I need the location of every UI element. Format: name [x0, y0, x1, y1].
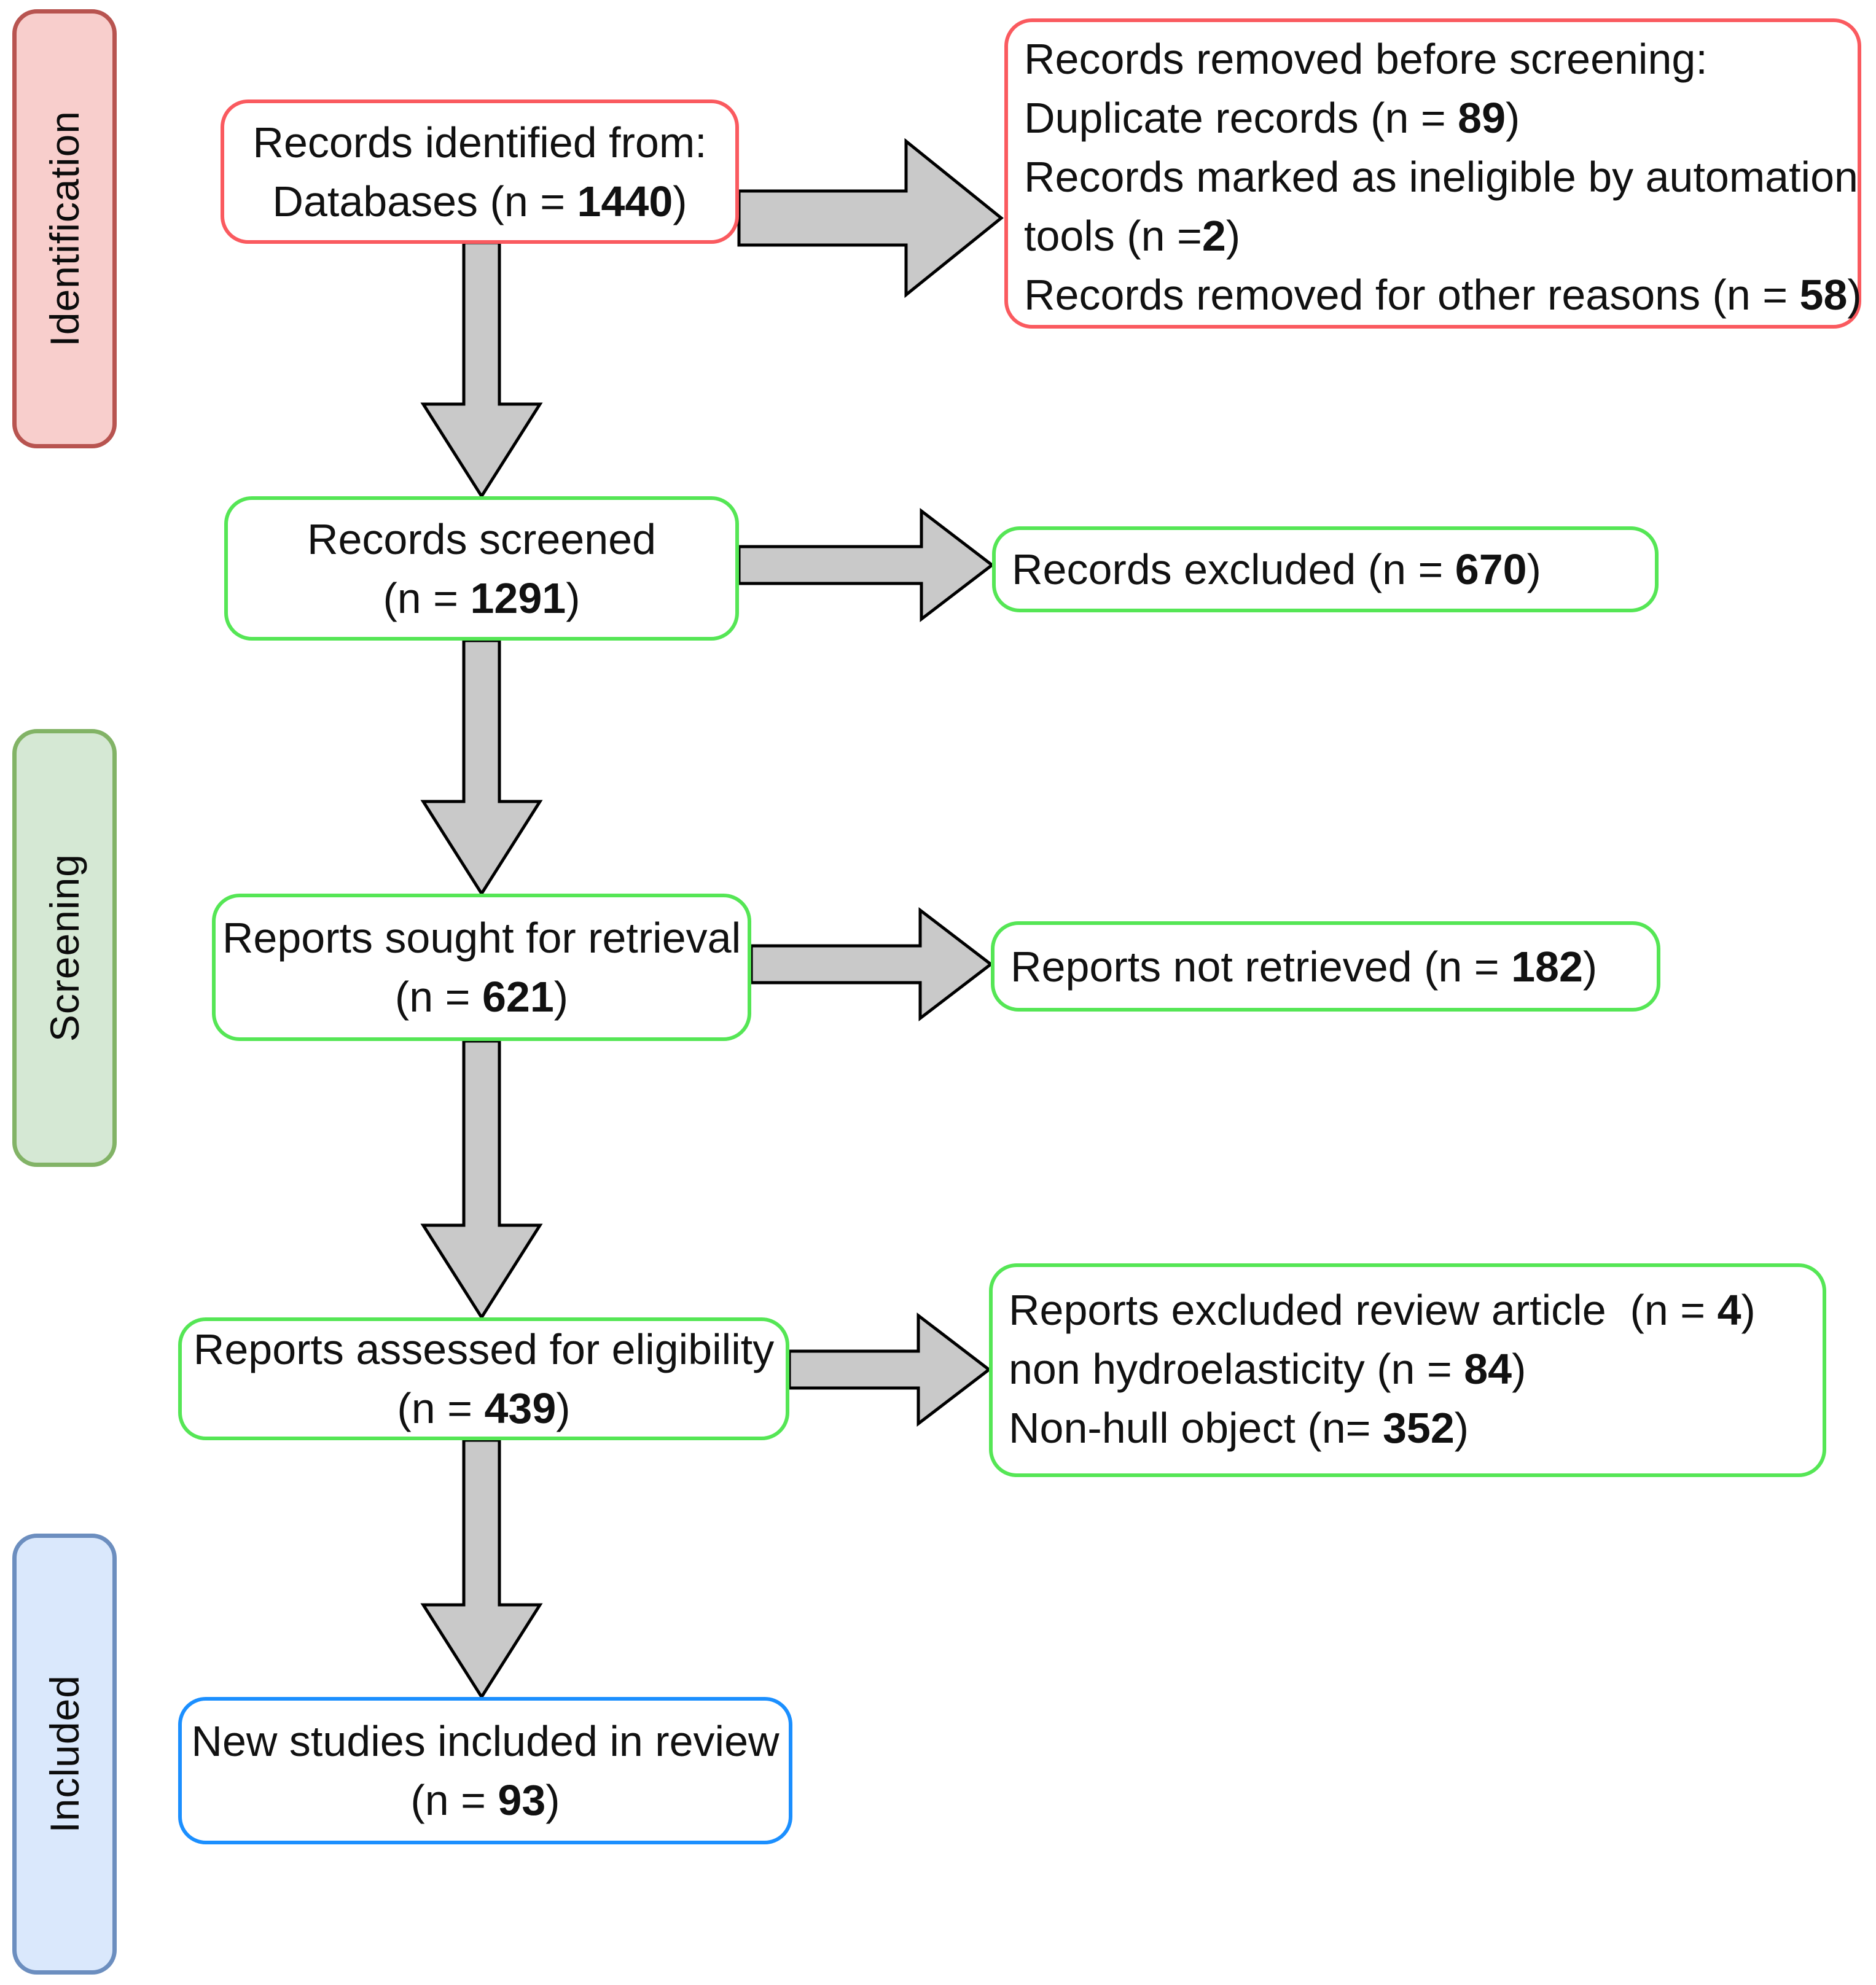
box-records-screened: Records screened (n = 1291) — [224, 496, 739, 641]
arrow-assessed-to-excluded — [788, 1312, 992, 1427]
text-line: non hydroelasticity (n = 84) — [1009, 1345, 1526, 1393]
stage-label-identification-text: Identification — [42, 111, 87, 347]
arrow-screened-to-excluded — [737, 507, 995, 623]
box-reports-assessed: Reports assessed for eligibility (n = 439… — [178, 1317, 789, 1440]
text-line: Records excluded (n = 670) — [1012, 545, 1541, 593]
box-reports-not-retrieved: Reports not retrieved (n = 182) — [991, 921, 1660, 1012]
text-line: Reports not retrieved (n = 182) — [1010, 942, 1598, 991]
stage-label-included: Included — [12, 1534, 117, 1975]
text-line: (n = 93) — [410, 1776, 560, 1824]
arrow-identified-to-screened — [420, 241, 543, 499]
box-records-excluded: Records excluded (n = 670) — [992, 526, 1659, 612]
arrow-screened-to-sought — [420, 639, 543, 897]
stage-label-included-text: Included — [42, 1675, 87, 1833]
text-line: (n = 1291) — [383, 574, 580, 622]
box-new-studies-included: New studies included in review (n = 93) — [178, 1697, 792, 1844]
text-line: Records screened — [307, 515, 657, 563]
text-line: Databases (n = 1440) — [272, 177, 687, 225]
arrow-assessed-to-included — [420, 1438, 543, 1700]
text-line: Records removed before screening: — [1024, 35, 1708, 83]
text-line: (n = 621) — [394, 973, 569, 1021]
arrow-sought-to-assessed — [420, 1039, 543, 1320]
box-reports-sought: Reports sought for retrieval (n = 621) — [212, 894, 751, 1041]
text-line: Reports excluded review article (n = 4) — [1009, 1286, 1756, 1334]
text-line: Records removed for other reasons (n = 5… — [1024, 271, 1862, 319]
text-line: Non-hull object (n= 352) — [1009, 1404, 1469, 1452]
text-line: Reports assessed for eligibility — [193, 1325, 775, 1373]
text-line: (n = 439) — [397, 1384, 571, 1432]
text-line: Records marked as ineligible by automati… — [1024, 153, 1858, 201]
text-line: Reports sought for retrieval — [222, 914, 741, 962]
text-line: New studies included in review — [191, 1717, 780, 1765]
stage-label-screening: Screening — [12, 729, 117, 1167]
box-reports-excluded: Reports excluded review article (n = 4) n… — [989, 1263, 1826, 1477]
arrow-identified-to-removed — [737, 138, 1004, 298]
text-line: tools (n =2) — [1024, 212, 1241, 260]
text-line: Duplicate records (n = 89) — [1024, 94, 1520, 142]
text-line: Records identified from: — [252, 118, 707, 166]
box-records-removed: Records removed before screening: Duplica… — [1004, 18, 1862, 329]
stage-label-identification: Identification — [12, 9, 117, 448]
box-records-identified: Records identified from: Databases (n = 1… — [221, 99, 739, 244]
stage-label-screening-text: Screening — [42, 854, 87, 1042]
arrow-sought-to-not-retrieved — [749, 907, 994, 1022]
